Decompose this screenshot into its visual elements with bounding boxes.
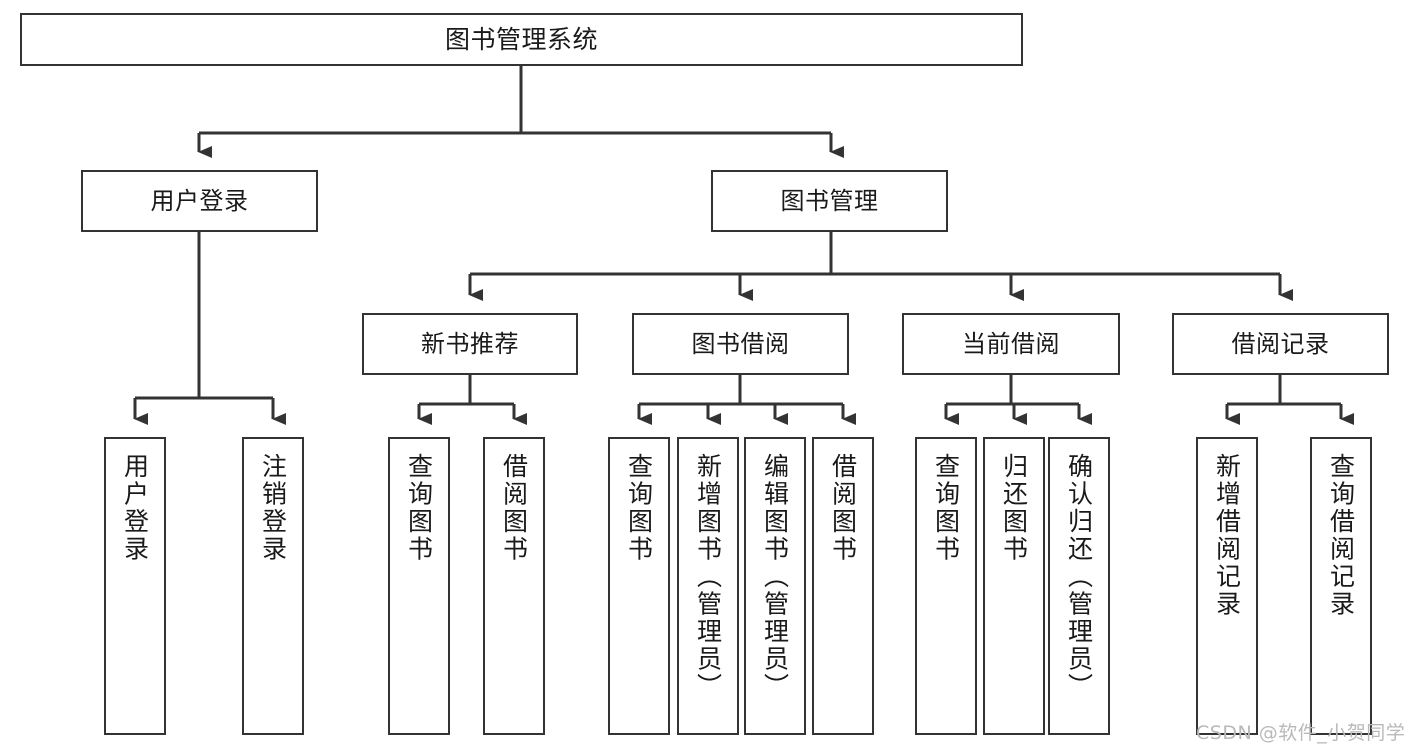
leaf-query-borrow-record[interactable]: 查询借阅记录 [1310,437,1372,735]
leaf-return-book-label: 归还图书 [999,453,1029,563]
node-book-borrow-label: 图书借阅 [691,329,790,358]
leaf-query-book-recommend[interactable]: 查询图书 [388,437,450,735]
node-borrow-record-label: 借阅记录 [1231,329,1330,358]
leaf-borrow-book-recommend-label: 借阅图书 [499,453,529,563]
leaf-edit-book-admin-label: 编辑图书（管理员） [760,453,790,701]
leaf-borrow-book-recommend[interactable]: 借阅图书 [483,437,545,735]
leaf-confirm-return-admin-label: 确认归还（管理员） [1064,453,1094,701]
node-current-borrow[interactable]: 当前借阅 [902,313,1120,375]
leaf-add-borrow-record-label: 新增借阅记录 [1212,453,1242,618]
leaf-user-login[interactable]: 用户登录 [104,437,166,735]
node-current-borrow-label: 当前借阅 [962,329,1060,358]
node-user-login-label: 用户登录 [150,186,249,215]
leaf-user-logout-label: 注销登录 [258,453,288,563]
node-book-management[interactable]: 图书管理 [711,170,948,232]
leaf-query-borrow-record-label: 查询借阅记录 [1326,453,1356,618]
node-new-book-recommend-label: 新书推荐 [421,329,519,358]
leaf-edit-book-admin[interactable]: 编辑图书（管理员） [744,437,806,735]
node-root-system-label: 图书管理系统 [444,24,598,54]
leaf-user-login-label: 用户登录 [120,453,150,563]
node-book-borrow[interactable]: 图书借阅 [632,313,849,375]
leaf-query-book-recommend-label: 查询图书 [404,453,434,563]
node-borrow-record[interactable]: 借阅记录 [1172,313,1389,375]
csdn-watermark: CSDN @软件_小贺同学 [1196,722,1405,744]
leaf-query-book-current[interactable]: 查询图书 [915,437,977,735]
leaf-user-logout[interactable]: 注销登录 [242,437,304,735]
leaf-query-book-borrow-label: 查询图书 [624,453,654,563]
leaf-confirm-return-admin[interactable]: 确认归还（管理员） [1048,437,1110,735]
leaf-return-book[interactable]: 归还图书 [983,437,1045,735]
leaf-borrow-book[interactable]: 借阅图书 [812,437,874,735]
leaf-add-book-admin[interactable]: 新增图书（管理员） [677,437,739,735]
leaf-add-book-admin-label: 新增图书（管理员） [693,453,723,701]
node-user-login[interactable]: 用户登录 [81,170,318,232]
node-new-book-recommend[interactable]: 新书推荐 [362,313,578,375]
leaf-borrow-book-label: 借阅图书 [828,453,858,563]
node-book-management-label: 图书管理 [780,186,879,215]
leaf-query-book-borrow[interactable]: 查询图书 [608,437,670,735]
leaf-add-borrow-record[interactable]: 新增借阅记录 [1196,437,1258,735]
leaf-query-book-current-label: 查询图书 [931,453,961,563]
node-root-system[interactable]: 图书管理系统 [20,13,1023,66]
